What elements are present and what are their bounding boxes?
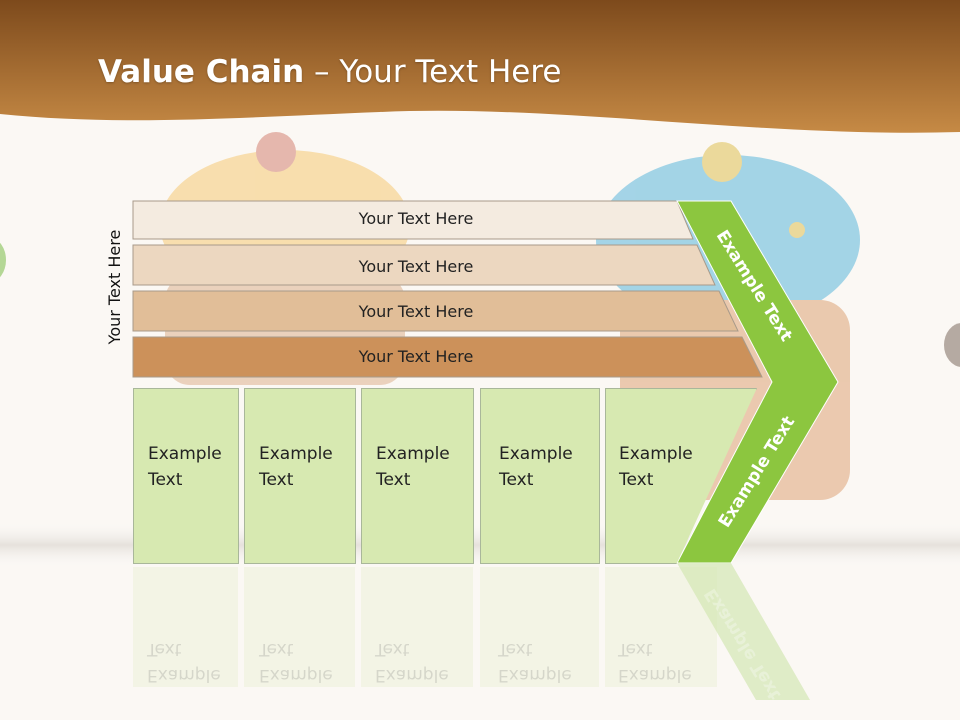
reflection-text: Example Text	[147, 636, 221, 688]
activity-box: Example Text	[480, 388, 600, 564]
chevron-shape	[676, 200, 839, 564]
cupcake-edge-right-art	[944, 323, 960, 367]
header-wave	[0, 0, 960, 133]
box-text-line1: Example	[499, 444, 573, 464]
bar-4-shape	[132, 336, 763, 378]
title-bold: Value Chain	[98, 54, 305, 90]
box-reflection	[361, 567, 473, 687]
page-title: Value Chain – Your Text Here	[98, 54, 561, 90]
reflection-line: Example	[147, 665, 221, 685]
box-text-line2: Text	[259, 470, 294, 490]
reflection-line: Example	[498, 665, 572, 685]
chevron-reflection	[677, 563, 810, 700]
box-text-line2: Text	[376, 470, 411, 490]
bar-3-shape	[132, 290, 739, 332]
box-text-line2: Text	[148, 470, 183, 490]
reflection-line: Example	[375, 665, 449, 685]
reflection-text: Example Text	[259, 636, 333, 688]
cupcake-edge-left-art	[0, 242, 6, 278]
bar-1-shape	[132, 200, 694, 240]
bar-2-label: Your Text Here	[358, 257, 474, 276]
bar-2-shape	[132, 244, 716, 286]
reflection-text: Example Text	[618, 636, 692, 688]
box-reflection	[133, 567, 238, 687]
box-text-line2: Text	[499, 470, 534, 490]
box-text-line1: Example	[148, 444, 222, 464]
reflection-text: Example Text	[375, 636, 449, 688]
title-rest: – Your Text Here	[304, 54, 562, 90]
box-text-line1: Example	[376, 444, 450, 464]
reflection-line: Text	[147, 639, 182, 659]
activity-box: Example Text	[133, 388, 239, 564]
reflection-line: Text	[498, 639, 533, 659]
box-reflection	[480, 567, 599, 687]
activity-box: Example Text	[244, 388, 356, 564]
bar-3-label: Your Text Here	[358, 302, 474, 321]
box-reflection	[605, 567, 717, 687]
reflection-text: Example Text	[498, 636, 572, 688]
reflection-line: Example	[618, 665, 692, 685]
box-text-line1: Example	[259, 444, 333, 464]
box-text-line2: Text	[619, 470, 654, 490]
reflection-line: Text	[375, 639, 410, 659]
box-text-line1: Example	[619, 444, 693, 464]
reflection-line: Text	[618, 639, 653, 659]
reflection-line: Example	[259, 665, 333, 685]
box-reflection	[244, 567, 355, 687]
bar-4-label: Your Text Here	[358, 347, 474, 366]
reflection-line: Text	[259, 639, 294, 659]
bar-1-label: Your Text Here	[358, 209, 474, 228]
activity-box: Example Text	[361, 388, 474, 564]
